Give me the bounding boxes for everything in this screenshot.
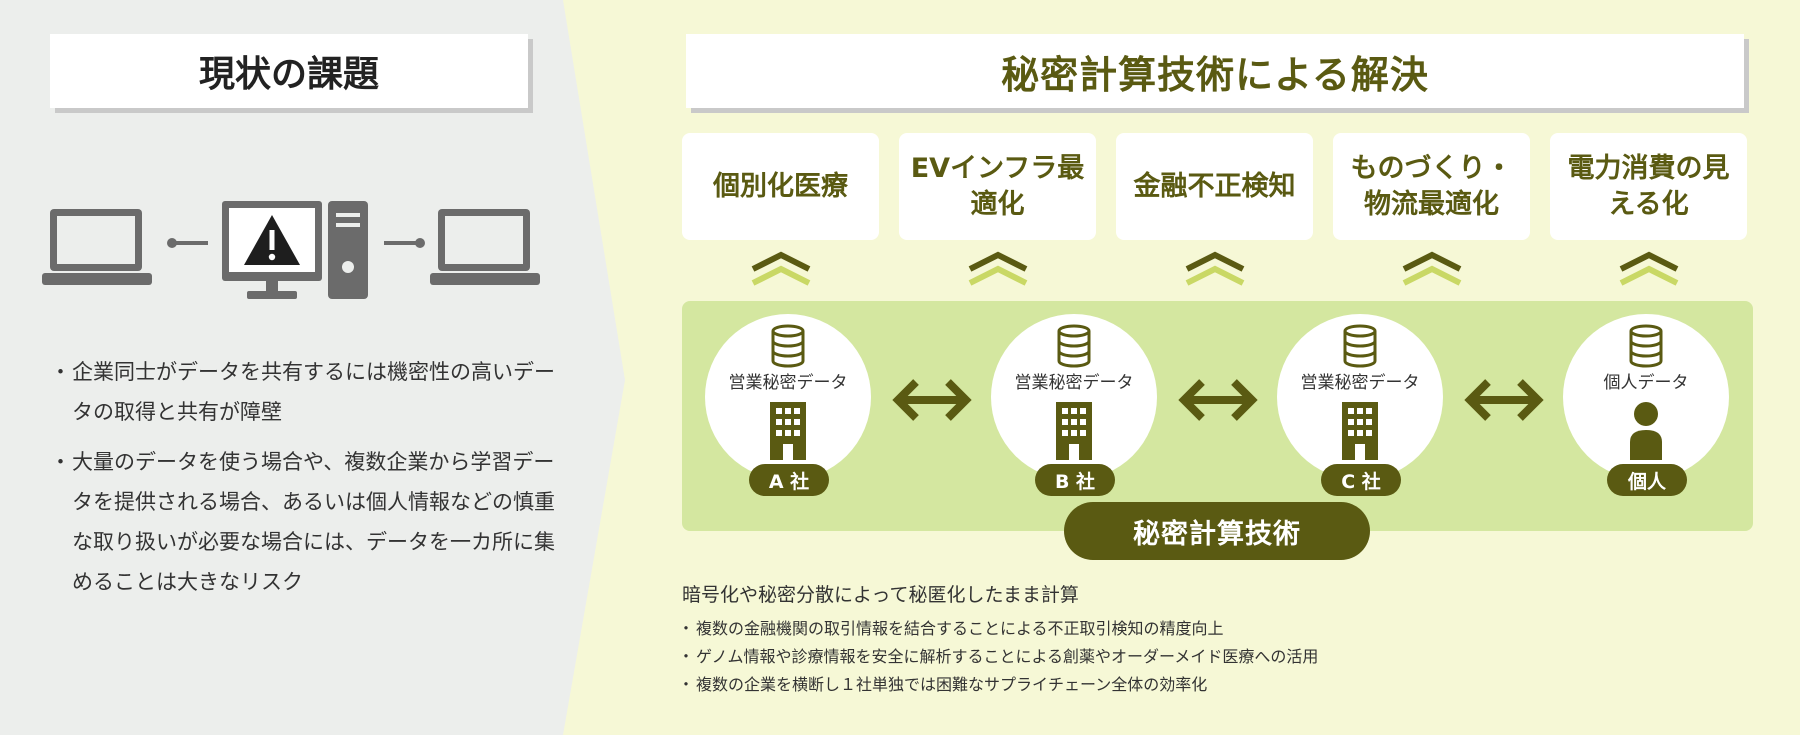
left-bullet-item: 大量のデータを使う場合や、複数企業から学習データを提供される場合、あるいは個人情… bbox=[50, 442, 572, 602]
chevron-up-icon bbox=[751, 251, 811, 286]
solution-summary: 暗号化や秘密分散によって秘匿化したまま計算 bbox=[682, 584, 1079, 606]
tower-icon bbox=[328, 201, 368, 299]
building-icon bbox=[770, 402, 806, 460]
laptop-icon bbox=[430, 209, 540, 285]
building-icon bbox=[1342, 402, 1378, 460]
chevron-up-icon bbox=[968, 251, 1028, 286]
right-bullet-list: 複数の金融機関の取引情報を結合することによる不正取引検知の精度向上 ゲノム情報や… bbox=[678, 615, 1318, 699]
right-title: 秘密計算技術による解決 bbox=[686, 34, 1744, 108]
double-arrow-icon bbox=[1178, 379, 1258, 421]
database-icon bbox=[771, 324, 805, 368]
double-arrow-icon bbox=[892, 379, 972, 421]
use-case-card-fraud-detection: 金融不正検知 bbox=[1116, 133, 1313, 240]
node-individual: 個人データ 個人 bbox=[1563, 314, 1729, 496]
database-icon bbox=[1629, 324, 1663, 368]
secure-computation-label: 秘密計算技術 bbox=[1064, 502, 1370, 560]
person-icon bbox=[1630, 402, 1662, 460]
warning-monitor-icon bbox=[222, 201, 322, 299]
node-label: 個人データ bbox=[1603, 373, 1689, 393]
node-label: 営業秘密データ bbox=[728, 373, 848, 393]
double-arrow-icon bbox=[1464, 379, 1544, 421]
node-badge: C 社 bbox=[1321, 464, 1401, 496]
chevron-up-icon bbox=[1185, 251, 1245, 286]
database-icon bbox=[1057, 324, 1091, 368]
connector-line bbox=[384, 238, 425, 248]
building-icon bbox=[1056, 402, 1092, 460]
left-bullet-item: 企業同士がデータを共有するには機密性の高いデータの取得と共有が障壁 bbox=[50, 352, 572, 432]
node-badge: A 社 bbox=[749, 464, 829, 496]
node-label: 営業秘密データ bbox=[1014, 373, 1134, 393]
chevron-up-icon bbox=[1402, 251, 1462, 286]
use-case-card-ev-infrastructure: EVインフラ最適化 bbox=[899, 133, 1096, 240]
left-title: 現状の課題 bbox=[50, 34, 528, 108]
network-illustration bbox=[42, 195, 542, 309]
right-bullet-item: 複数の金融機関の取引情報を結合することによる不正取引検知の精度向上 bbox=[678, 615, 1318, 643]
node-company-a: 営業秘密データ A 社 bbox=[705, 314, 871, 496]
connector-line bbox=[167, 238, 208, 248]
right-bullet-item: ゲノム情報や診療情報を安全に解析することによる創薬やオーダーメイド医療への活用 bbox=[678, 643, 1318, 671]
right-bullet-item: 複数の企業を横断し１社単独では困難なサプライチェーン全体の効率化 bbox=[678, 671, 1318, 699]
node-company-b: 営業秘密データ B 社 bbox=[991, 314, 1157, 496]
database-icon bbox=[1343, 324, 1377, 368]
node-label: 営業秘密データ bbox=[1300, 373, 1420, 393]
node-badge: 個人 bbox=[1607, 464, 1687, 496]
laptop-icon bbox=[42, 209, 152, 285]
use-case-card-personalized-medicine: 個別化医療 bbox=[682, 133, 879, 240]
node-company-c: 営業秘密データ C 社 bbox=[1277, 314, 1443, 496]
node-badge: B 社 bbox=[1035, 464, 1115, 496]
chevron-up-icon bbox=[1619, 251, 1679, 286]
left-bullet-list: 企業同士がデータを共有するには機密性の高いデータの取得と共有が障壁 大量のデータ… bbox=[50, 352, 572, 602]
use-case-card-power-visualization: 電力消費の見える化 bbox=[1550, 133, 1747, 240]
use-case-card-manufacturing-logistics: ものづくり・物流最適化 bbox=[1333, 133, 1530, 240]
